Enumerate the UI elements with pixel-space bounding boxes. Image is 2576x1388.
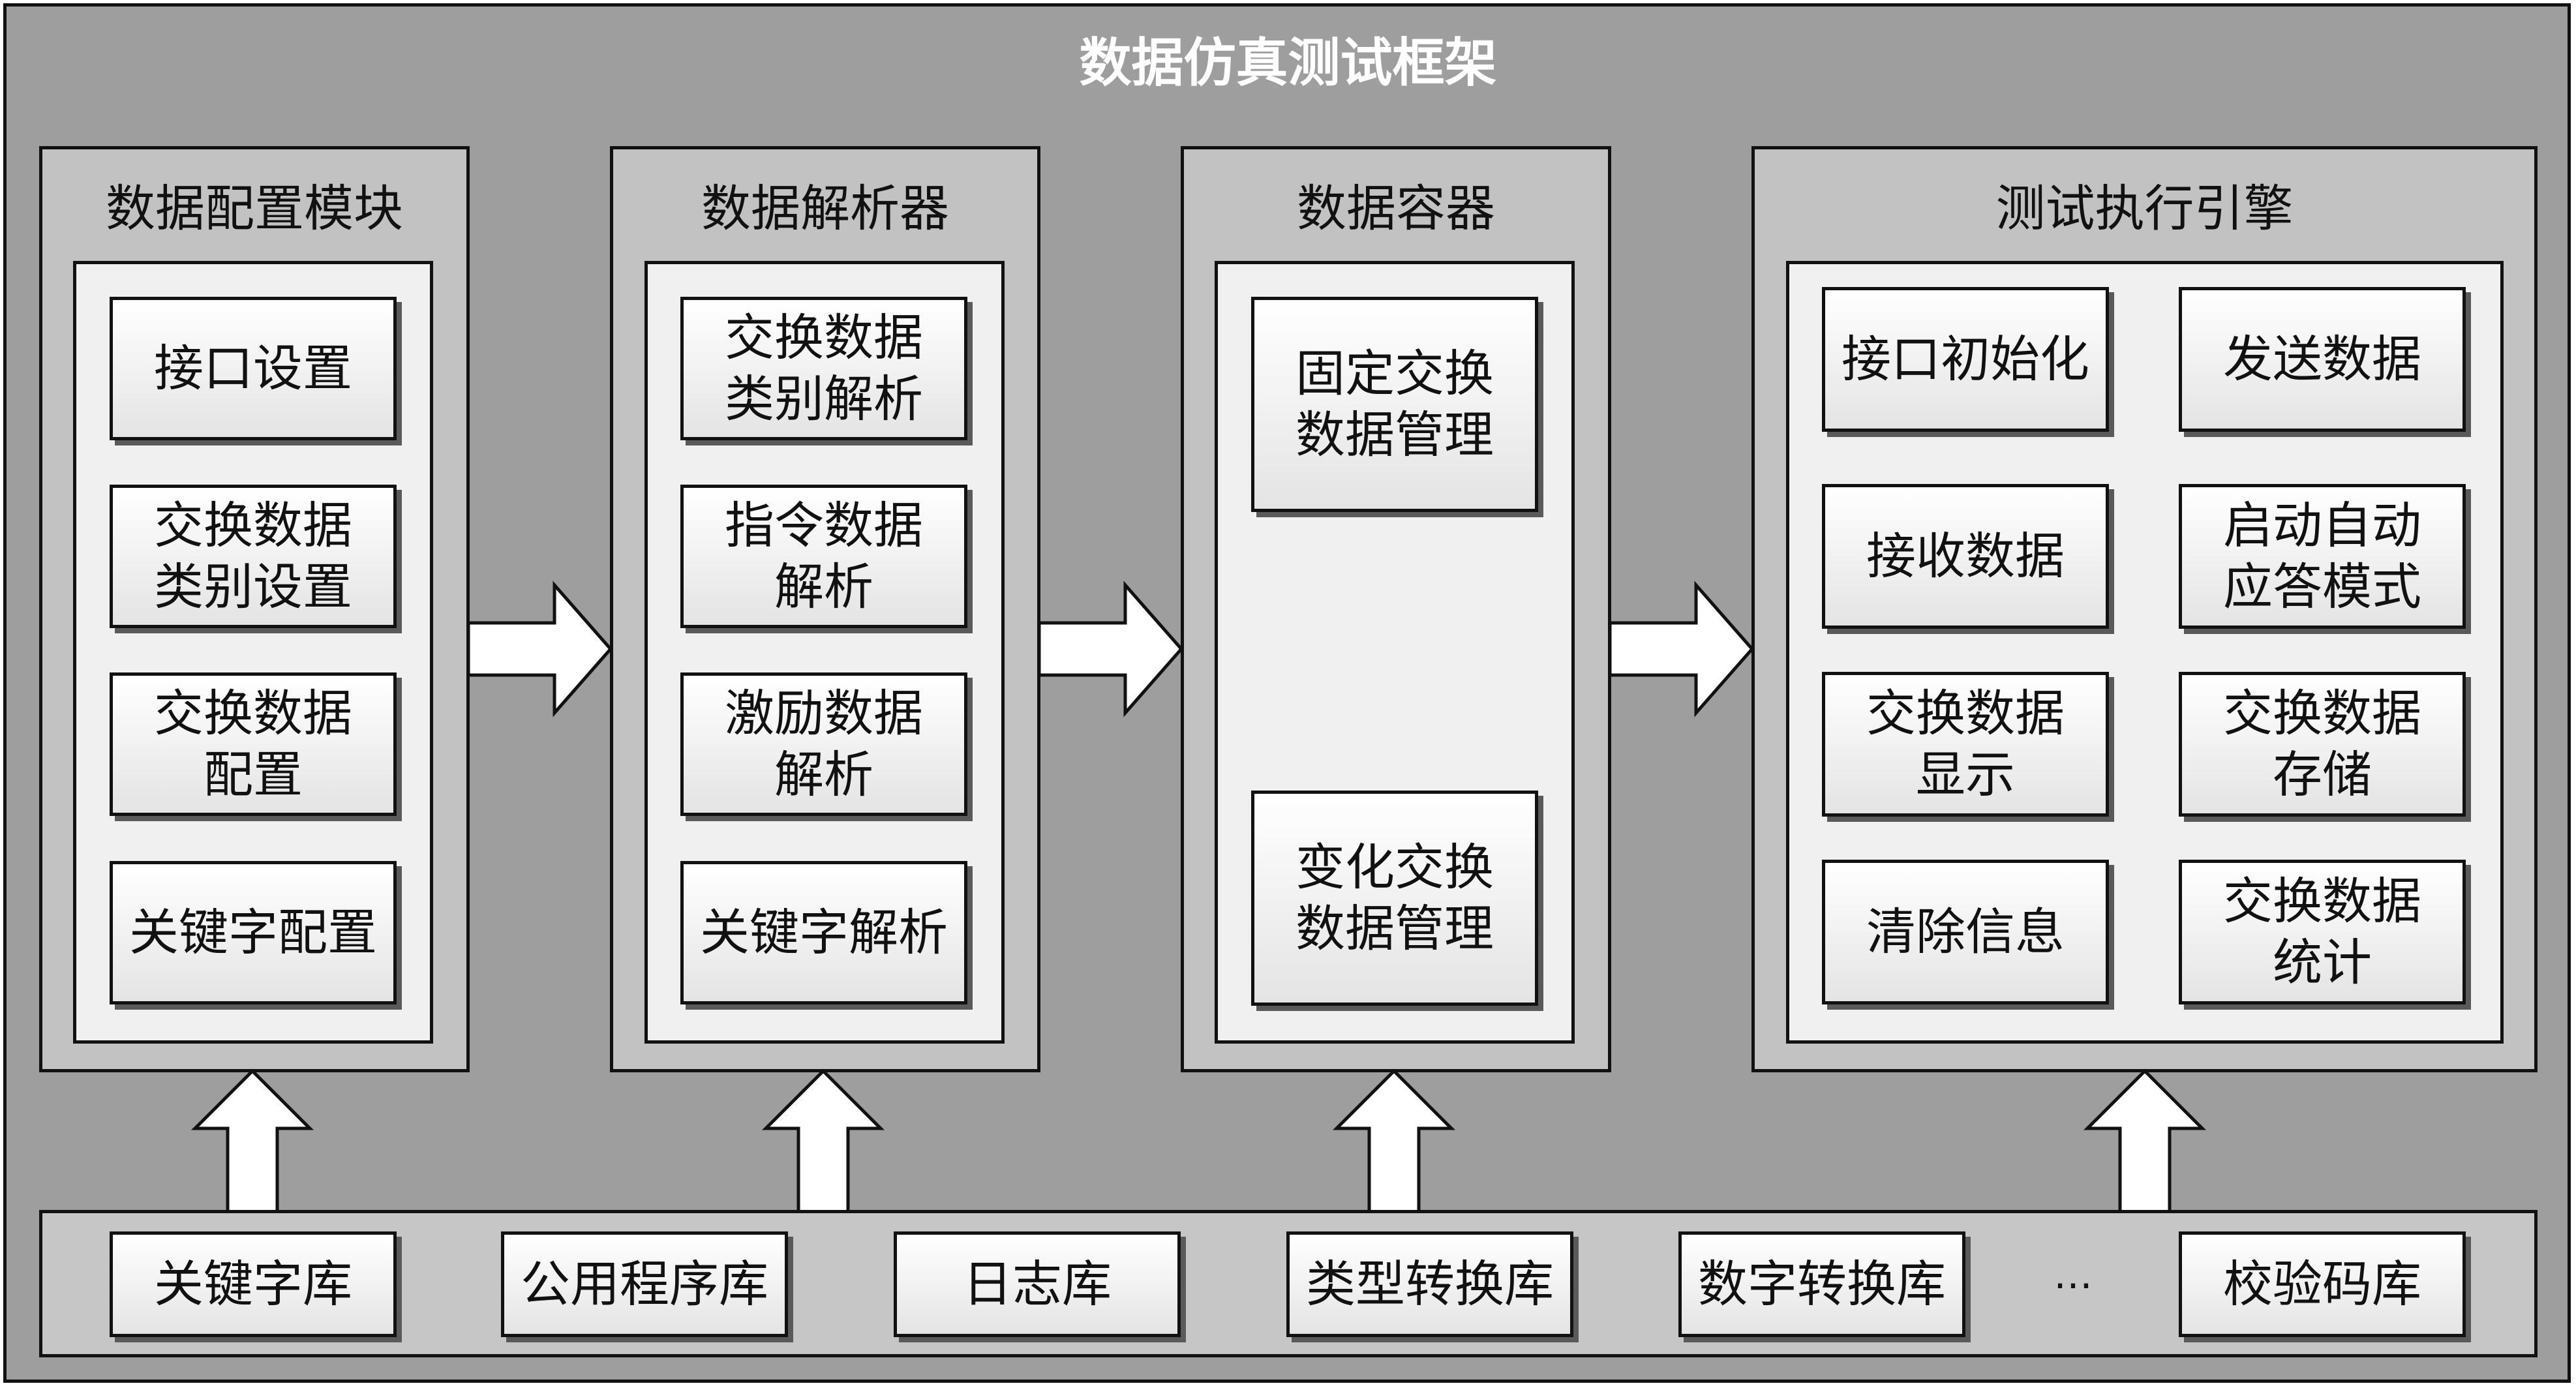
arrow-container-to-engine <box>1608 581 1755 717</box>
lib-number-conversion: 数字转换库 <box>1678 1231 1965 1337</box>
item-receive-data: 接收数据 <box>1822 484 2109 629</box>
lib-keyword: 关键字库 <box>110 1231 397 1337</box>
module-test-engine-title: 测试执行引擎 <box>1995 179 2294 237</box>
item-exchange-data-display: 交换数据 显示 <box>1822 672 2109 817</box>
module-data-parser-title: 数据解析器 <box>701 179 949 237</box>
framework-title: 数据仿真测试框架 <box>1079 33 1497 93</box>
lib-common-utils: 公用程序库 <box>501 1231 788 1337</box>
arrow-libs-to-engine <box>2083 1068 2207 1214</box>
item-keyword-parse: 关键字解析 <box>680 861 967 1004</box>
module-data-container-title: 数据容器 <box>1297 179 1495 237</box>
lib-log: 日志库 <box>894 1231 1181 1337</box>
item-variable-exchange-data-mgmt: 变化交换 数据管理 <box>1251 791 1538 1006</box>
module-data-config-title: 数据配置模块 <box>106 179 403 237</box>
arrow-libs-to-container <box>1332 1068 1456 1214</box>
lib-ellipsis: … <box>2053 1252 2093 1298</box>
item-send-data: 发送数据 <box>2179 287 2466 432</box>
item-fixed-exchange-data-mgmt: 固定交换 数据管理 <box>1251 297 1538 512</box>
item-stimulus-data-parse: 激励数据 解析 <box>680 672 967 816</box>
item-command-data-parse: 指令数据 解析 <box>680 485 967 628</box>
item-interface-init: 接口初始化 <box>1822 287 2109 432</box>
item-exchange-data-stats: 交换数据 统计 <box>2179 860 2466 1004</box>
item-clear-info: 清除信息 <box>1822 860 2109 1004</box>
lib-checksum: 校验码库 <box>2179 1231 2466 1337</box>
arrow-libs-to-config <box>190 1068 314 1214</box>
arrow-libs-to-parser <box>761 1068 885 1214</box>
item-auto-reply-mode: 启动自动 应答模式 <box>2179 484 2466 629</box>
item-interface-settings: 接口设置 <box>110 297 397 440</box>
item-keyword-config: 关键字配置 <box>110 861 397 1004</box>
item-exchange-category-parse: 交换数据 类别解析 <box>680 297 967 440</box>
arrow-parser-to-container <box>1037 581 1184 717</box>
item-exchange-data-storage: 交换数据 存储 <box>2179 672 2466 817</box>
arrow-config-to-parser <box>466 581 613 717</box>
lib-type-conversion: 类型转换库 <box>1286 1231 1573 1337</box>
item-exchange-category-settings: 交换数据 类别设置 <box>110 485 397 628</box>
item-exchange-data-config: 交换数据 配置 <box>110 672 397 816</box>
